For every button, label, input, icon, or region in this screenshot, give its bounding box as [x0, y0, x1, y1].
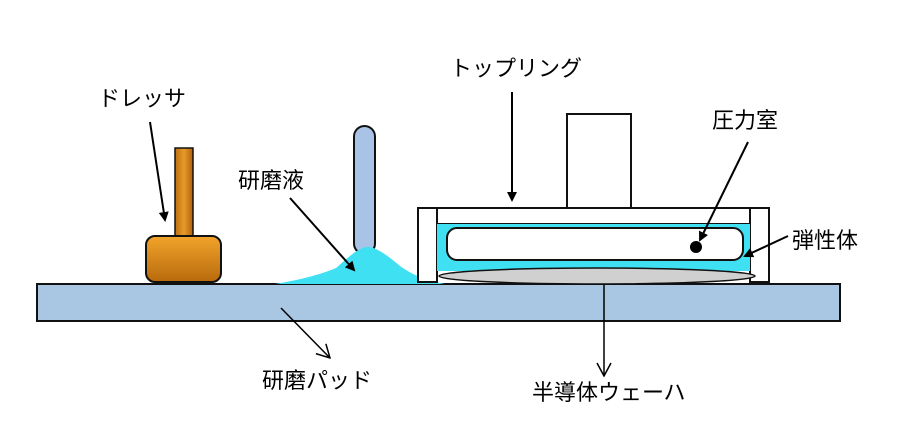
pressure-chamber-label: 圧力室 — [712, 109, 778, 134]
dresser — [145, 147, 222, 283]
dresser-label: ドレッサ — [98, 87, 186, 112]
top-ring-plate — [435, 207, 753, 225]
polishing-pad-label: 研磨パッド — [262, 369, 372, 394]
top-ring-shaft — [566, 113, 632, 211]
top-ring-label: トップリング — [450, 57, 582, 82]
top-ring — [417, 113, 770, 285]
wafer-label: 半導体ウェーハ — [532, 381, 686, 406]
slurry-pile — [275, 246, 445, 284]
polishing-pad — [36, 283, 841, 322]
slurry-arrow — [289, 197, 356, 272]
elastic-body-arrow — [743, 235, 789, 258]
pressure-chamber — [446, 227, 744, 261]
pressure-chamber-dot — [690, 241, 702, 253]
dresser-arrow — [149, 121, 169, 222]
slurry-nozzle — [353, 125, 376, 255]
retainer-left — [417, 207, 438, 283]
dresser-head — [145, 235, 222, 283]
pressure-chamber-arrow — [699, 141, 749, 242]
dresser-shaft — [174, 147, 194, 239]
retainer-right — [749, 207, 770, 283]
elastic-body-label: 弾性体 — [792, 229, 858, 254]
semiconductor-wafer — [438, 267, 756, 285]
pad-arrow — [280, 307, 330, 358]
slurry-label: 研磨液 — [238, 169, 304, 194]
